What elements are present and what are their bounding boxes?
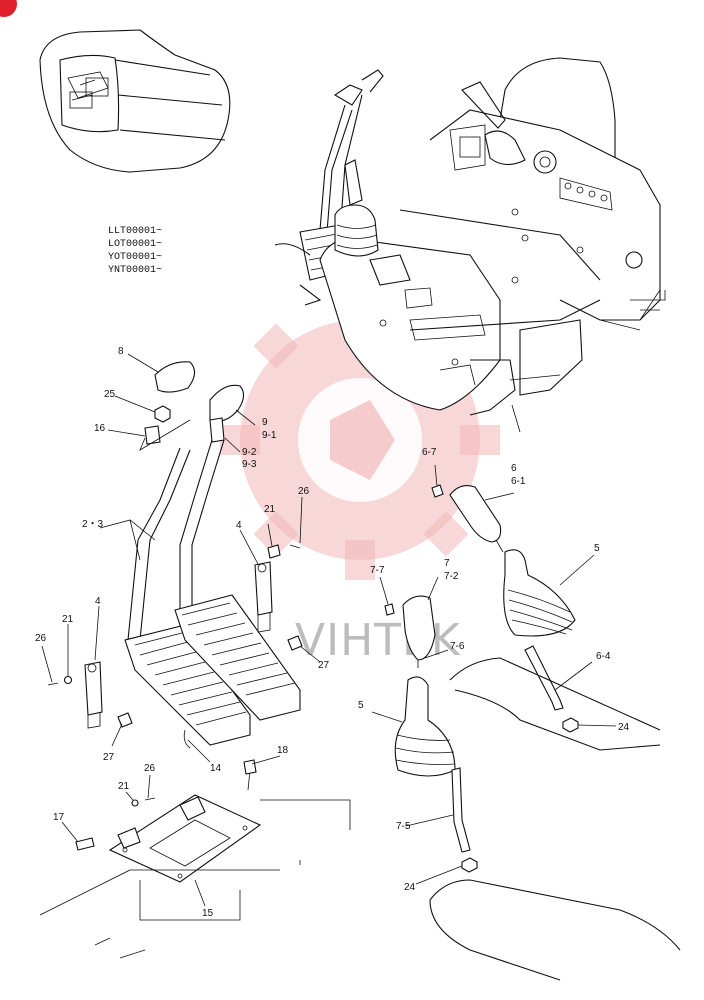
callout-label: 7-7: [370, 565, 385, 576]
callout-label: 24: [404, 882, 416, 893]
callout-label: 4: [236, 520, 242, 531]
callout-label: 21: [118, 781, 130, 792]
corner-badge: [0, 0, 17, 17]
watermark-text: VIHTEK: [295, 615, 461, 666]
callout-label: 9: [262, 417, 268, 428]
callout-label: 27: [318, 660, 330, 671]
serial-number: LLT00001~: [108, 226, 162, 237]
cab-seat-assembly: [274, 57, 666, 433]
callout-label: 5: [594, 543, 600, 554]
leader-lines: [41, 353, 617, 907]
callout-label: 6-4: [596, 651, 611, 662]
callout-label: 7-6: [450, 641, 465, 652]
callout-label: 4: [95, 596, 101, 607]
callout-label: 8: [118, 346, 124, 357]
callout-label: 16: [94, 423, 106, 434]
travel-lever-assembly: [39, 361, 351, 959]
callout-label: 27: [103, 752, 115, 763]
callout-label: 9-2: [242, 447, 257, 458]
callout-label: 26: [144, 763, 156, 774]
callout-label: 6: [511, 463, 517, 474]
callout-label: 17: [53, 812, 65, 823]
serial-number-list: LLT00001~ LOT00001~ YOT00001~ YNT00001~: [108, 226, 162, 276]
callout-label: 5: [358, 700, 364, 711]
callout-label: 6-7: [422, 447, 437, 458]
callout-label: 7-2: [444, 571, 459, 582]
callout-label: 9-3: [242, 459, 257, 470]
callout-label: 25: [104, 389, 116, 400]
joystick-parts: [384, 484, 681, 981]
serial-number: LOT00001~: [108, 239, 162, 250]
callout-label: 7-5: [396, 821, 411, 832]
callout-label: 15: [202, 908, 214, 919]
machine-overview-inset: [39, 29, 231, 173]
callout-label: 21: [264, 504, 276, 515]
callout-label: 2・3: [82, 519, 104, 530]
callout-label: 26: [298, 486, 310, 497]
callout-label: 7: [444, 558, 450, 569]
callout-label: 18: [277, 745, 289, 756]
callout-label: 26: [35, 633, 47, 644]
callout-label: 21: [62, 614, 74, 625]
serial-number: YNT00001~: [108, 265, 162, 276]
serial-number: YOT00001~: [108, 252, 162, 263]
callout-label: 9-1: [262, 430, 277, 441]
callout-label: 6-1: [511, 476, 526, 487]
callout-labels: 8 25 16 9 9-1 9-2 9-3 2・3 4 21 26 4 21 2…: [35, 346, 630, 919]
callout-label: 24: [618, 722, 630, 733]
callout-label: 14: [210, 763, 222, 774]
